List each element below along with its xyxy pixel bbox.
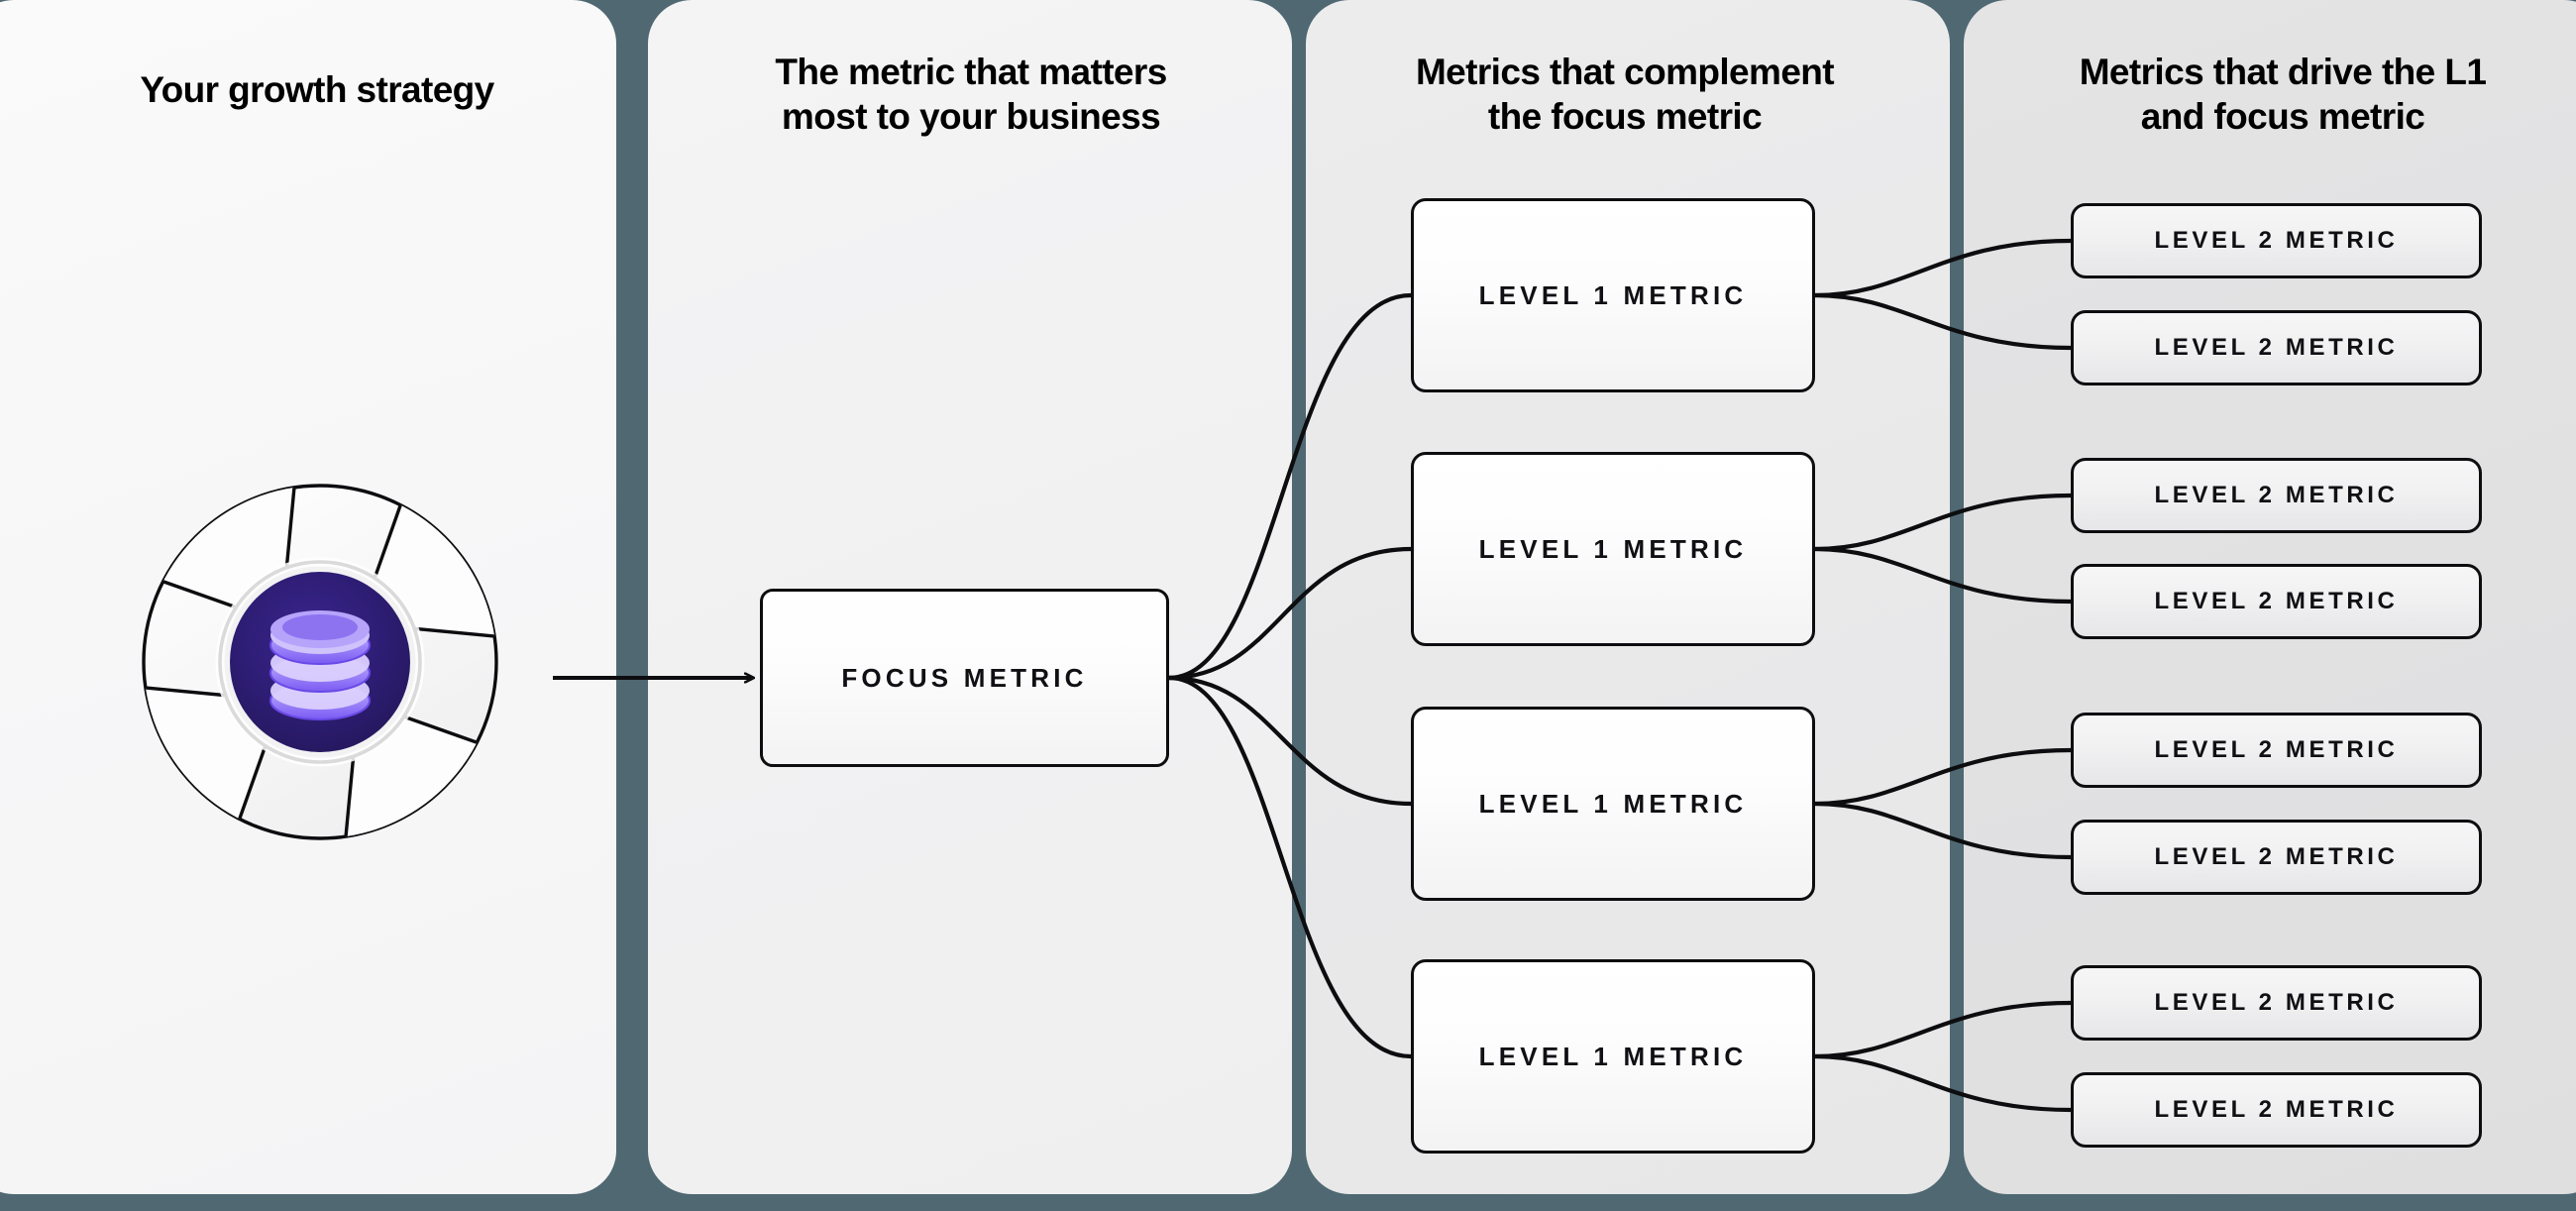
column-title-growth-strategy: Your growth strategy — [140, 69, 494, 110]
column-title-level-1-metrics: Metrics that complement the focus metric — [1415, 52, 1835, 138]
growth-strategy-emblem — [87, 429, 553, 895]
node-level-2-metric-4[interactable]: LEVEL 2 METRIC — [2071, 564, 2482, 639]
node-level-2-metric-2[interactable]: LEVEL 2 METRIC — [2071, 310, 2482, 385]
node-level-2-metric-1[interactable]: LEVEL 2 METRIC — [2071, 203, 2482, 278]
node-level-2-metric-6[interactable]: LEVEL 2 METRIC — [2071, 820, 2482, 895]
pinwheel-aperture-icon — [142, 484, 498, 840]
database-icon — [269, 610, 371, 720]
node-level-1-metric-4[interactable]: LEVEL 1 METRIC — [1411, 959, 1815, 1154]
node-level-2-metric-3[interactable]: LEVEL 2 METRIC — [2071, 458, 2482, 533]
node-level-1-metric-1[interactable]: LEVEL 1 METRIC — [1411, 198, 1815, 392]
column-title-focus-metric: The metric that matters most to your bus… — [775, 52, 1167, 138]
node-level-1-metric-2[interactable]: LEVEL 1 METRIC — [1411, 452, 1815, 646]
node-level-2-metric-8[interactable]: LEVEL 2 METRIC — [2071, 1072, 2482, 1148]
node-focus-metric[interactable]: FOCUS METRIC — [760, 589, 1169, 767]
node-level-2-metric-5[interactable]: LEVEL 2 METRIC — [2071, 713, 2482, 788]
node-level-1-metric-3[interactable]: LEVEL 1 METRIC — [1411, 707, 1815, 901]
column-title-level-2-metrics: Metrics that drive the L1 and focus metr… — [2079, 52, 2487, 138]
node-level-2-metric-7[interactable]: LEVEL 2 METRIC — [2071, 965, 2482, 1041]
